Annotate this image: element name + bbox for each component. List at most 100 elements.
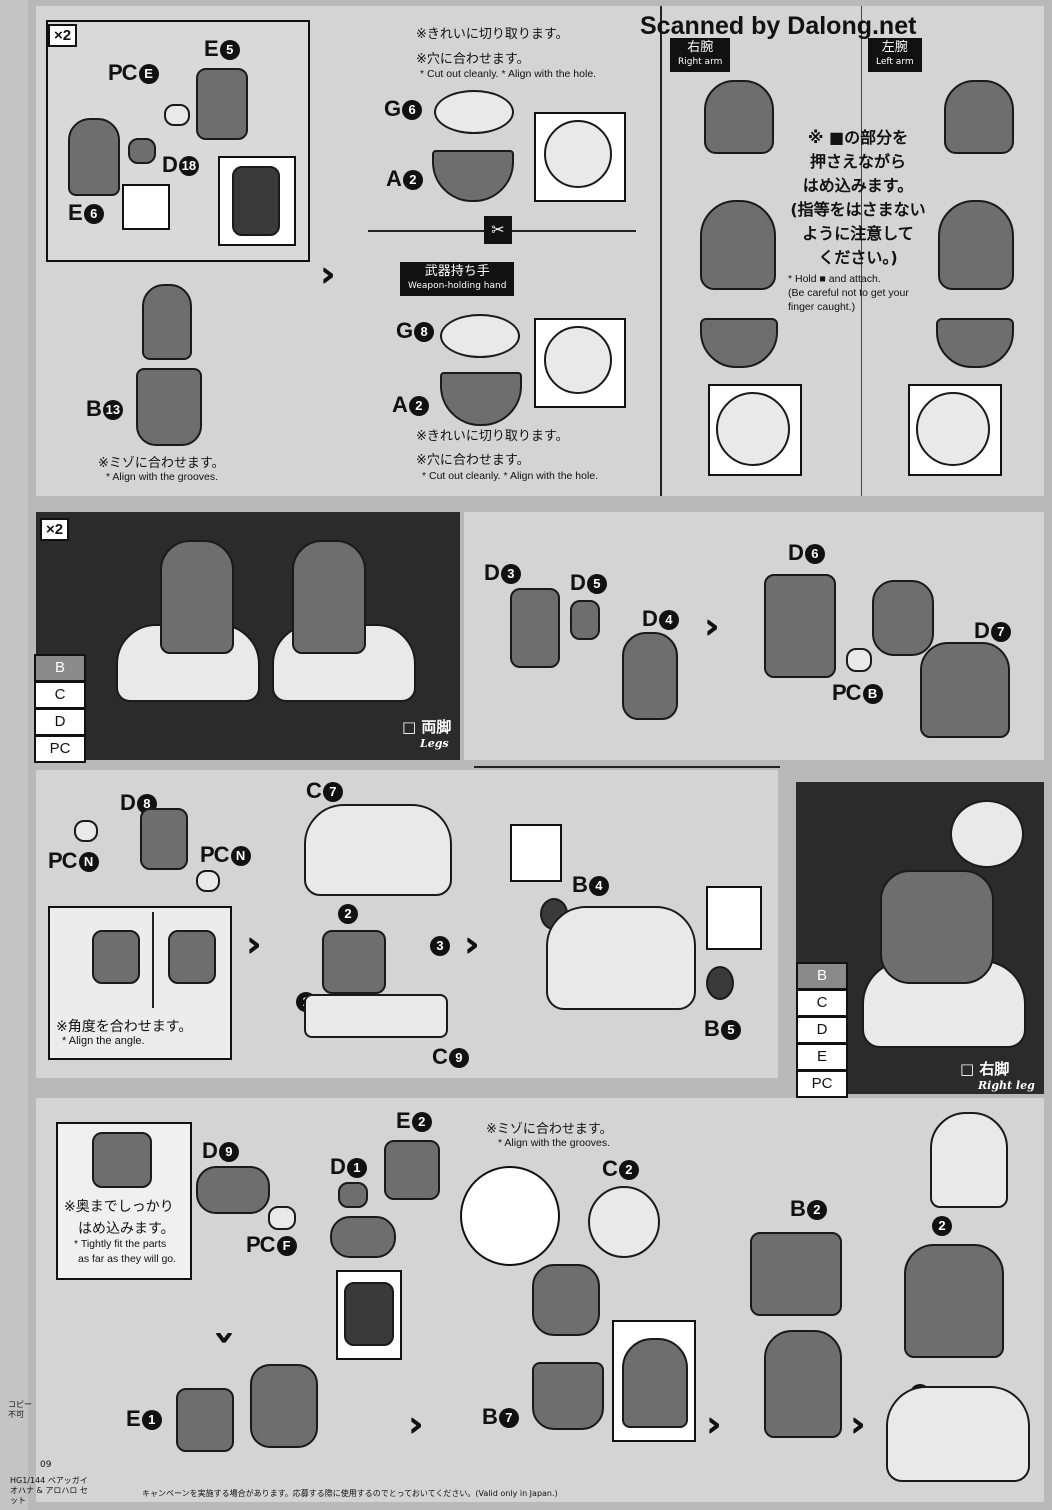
tight-fit-part (92, 1132, 152, 1188)
inset-divider (152, 912, 154, 1008)
count-badge: ×2 (48, 24, 78, 47)
product-name: HG1/144 ペアッガイオハナ & アロハロ セット (10, 1476, 88, 1505)
tight-note-en-1: * Tightly fit the parts (74, 1238, 167, 1250)
angle-note-en: * Align the angle. (62, 1035, 145, 1047)
left-hand-detail-disc (916, 392, 990, 466)
cut-note-en: * Cut out cleanly. * Align with the hole… (420, 68, 597, 80)
right-hand-detail-disc (716, 392, 790, 466)
shell-part-e2 (384, 1140, 440, 1200)
hand-plate-part (434, 90, 514, 134)
order-marker-2: 2 (336, 900, 358, 926)
runner-tab-b: B (796, 962, 848, 990)
hold-instruction-jp: ※ ■の部分を押さえながらはめ込みます。 (指等をはさまないように注意してくださ… (790, 128, 926, 267)
cup-detail-part (622, 1338, 688, 1428)
right-arm-body-part (700, 200, 776, 290)
runner-tab-e: E (796, 1043, 848, 1071)
side-cover-part-b5 (706, 966, 734, 1000)
legs-count-badge: ×2 (40, 518, 70, 541)
upper-body-part (904, 1244, 1004, 1358)
hole-detail-disc (544, 120, 612, 188)
grooves-note-en-2: * Align with the grooves. (498, 1137, 611, 1149)
down-arrow-icon: ›› (204, 1329, 246, 1332)
hole-note-jp: ※穴に合わせます。 (416, 52, 530, 67)
polycap-part-n (74, 820, 98, 842)
arm-inner-part (232, 166, 280, 236)
runner-tab-d: D (796, 1016, 848, 1044)
next-step-arrow-icon: ›› (850, 1404, 863, 1445)
hole-note-jp-second: ※穴に合わせます。 (416, 453, 530, 468)
side-cover-detail-inset (510, 824, 562, 882)
polycap-part-b (846, 648, 872, 672)
tight-note-en-2: as far as they will go. (78, 1253, 177, 1265)
side-cover-detail-inset-2 (706, 886, 762, 950)
left-arm-body-part (938, 200, 1014, 290)
panel-divider (861, 6, 862, 496)
shell-part-e1 (176, 1388, 234, 1452)
groove-detail-circle (460, 1166, 560, 1266)
arm-cup-part-b13 (136, 368, 202, 446)
angle-demo-part-1 (92, 930, 140, 984)
runner-tab-pc: PC (796, 1070, 848, 1098)
left-page-edge (0, 0, 28, 1510)
core-assembly-part-2 (764, 1330, 842, 1438)
next-step-arrow-icon: ›› (704, 606, 717, 647)
order-marker-2: 2 (930, 1212, 952, 1238)
ankle-joint-part (322, 930, 386, 994)
grooves-note-jp: ※ミゾに合わせます。 (98, 456, 225, 471)
angle-note-jp: ※角度を合わせます。 (56, 1019, 193, 1035)
next-step-arrow-icon: ›› (464, 924, 477, 965)
core-stack-part (532, 1264, 600, 1336)
grooves-note-jp-2: ※ミゾに合わせます。 (486, 1122, 613, 1137)
foot-sole-part-c9 (304, 994, 448, 1038)
panel-divider (660, 6, 662, 496)
dome-part-c2 (588, 1186, 660, 1258)
base-plate-part-d9 (196, 1166, 270, 1214)
cut-note-jp: ※きれいに切り取ります。 (416, 27, 569, 42)
sub-assembly-detail-part (344, 1282, 394, 1346)
angle-demo-part-2 (168, 930, 216, 984)
joint-part-d5 (570, 600, 600, 640)
order-marker-3: 3 (428, 932, 450, 958)
polycap-part-f (268, 1206, 296, 1230)
shell-part-b2 (750, 1232, 842, 1316)
joint-part-d1 (338, 1182, 368, 1208)
right-leg-render-dome (950, 800, 1024, 868)
joint-part-e5 (196, 68, 248, 140)
left-hand-part (936, 318, 1014, 368)
runner-tab-c: C (34, 681, 86, 709)
cup-part-b7 (532, 1362, 604, 1430)
cut-note-en-second: * Cut out cleanly. * Align with the hole… (422, 470, 599, 482)
runner-tab-c: C (796, 989, 848, 1017)
leg-shell-part-d7 (920, 642, 1010, 738)
right-arm-cap-part (704, 80, 774, 154)
page-number: 09 (40, 1460, 52, 1470)
right-leg-render-body (880, 870, 994, 984)
left-arm-cap-part (944, 80, 1014, 154)
panel-divider (474, 766, 780, 768)
foot-shell-part-c7 (304, 804, 452, 896)
next-step-arrow-icon: ›› (320, 254, 333, 295)
